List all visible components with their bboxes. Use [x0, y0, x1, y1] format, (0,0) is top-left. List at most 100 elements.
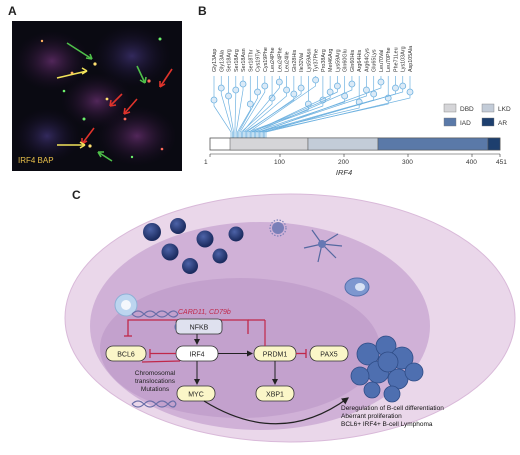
lollipop-stem	[247, 76, 309, 138]
prdm1-label: PRDM1	[263, 352, 288, 359]
dna-helix-icon	[131, 400, 177, 408]
lollipop-stem	[265, 76, 411, 138]
plasma-cell	[344, 277, 370, 297]
node-xbp1: XBP1	[255, 385, 295, 402]
lollipop-head	[261, 82, 269, 90]
lollipop-stem	[241, 76, 273, 138]
edge-to-lymphoma	[203, 397, 349, 425]
domain-legend: DBD LKD IAD AR	[443, 103, 511, 127]
domain-lkd	[307, 137, 379, 151]
lollipop-stem	[239, 76, 266, 138]
lollipop-stem	[234, 76, 237, 138]
lollipop-head	[217, 84, 225, 92]
mutation-label: Lys59Arg	[335, 49, 341, 72]
lollipop-stem	[242, 76, 280, 138]
mutation-label: Glu65Lys	[372, 49, 378, 72]
translocation-text: Chromosomal translocations Mutations	[135, 370, 176, 393]
lollipop-stem	[237, 76, 251, 138]
mutation-label: Leu70Val	[379, 50, 385, 72]
outcome-text: Deregulation of B-cell differentiation A…	[341, 405, 444, 428]
mutation-label: Leu24Phe	[277, 47, 283, 72]
mutation-label: Ser18Arg	[227, 49, 233, 72]
myc-label: MYC	[188, 392, 204, 399]
mutation-label: Cys19Tyr	[256, 49, 262, 72]
lollipop-head	[275, 78, 283, 86]
fish-caption: IRF4 BAP	[18, 156, 54, 165]
red-arrow	[109, 93, 123, 107]
mutation-label: Gly13Ala	[219, 50, 225, 72]
b-cell	[228, 226, 244, 242]
lollipop-head	[392, 84, 399, 92]
green-arrow	[136, 65, 146, 84]
lollipop-head	[232, 86, 240, 94]
b-cell	[212, 248, 228, 264]
lollipop-stem	[235, 76, 244, 138]
mutation-label: Phe71Leu	[393, 47, 399, 72]
axis-tick-400: 400	[466, 159, 477, 166]
lollipop-head	[363, 86, 370, 94]
lollipop-stem	[238, 76, 258, 138]
mutation-label: Gln60His	[350, 50, 356, 72]
lollipop-head	[399, 82, 407, 90]
mutation-label: Leu70Phe	[386, 47, 392, 72]
domain-ar	[487, 137, 501, 151]
fish-micrograph: IRF4 BAP	[12, 21, 182, 171]
mutation-label: Gly13Asp	[212, 49, 218, 72]
red-arrow	[81, 127, 95, 145]
mutation-label: Lys59Asn	[306, 49, 312, 72]
lollipop-stem	[264, 76, 404, 138]
dna-helix-icon	[131, 310, 179, 318]
axis-tick-200: 200	[338, 159, 349, 166]
mutation-label: Leu24Ile	[285, 51, 291, 72]
axis-tick-451: 451	[496, 159, 507, 166]
domain-dbd	[229, 137, 309, 151]
lollipop-head	[370, 90, 378, 98]
node-bcl6: BCL6	[105, 345, 147, 362]
lollipop-head	[268, 94, 276, 102]
lollipop-head	[283, 86, 290, 94]
lollipop-head	[334, 82, 341, 90]
lollipop-head	[290, 90, 298, 98]
lollipop-stem	[220, 76, 233, 138]
domain-iad	[377, 137, 489, 151]
node-nfkb: NFKB	[174, 318, 223, 335]
translocation-line-1: Chromosomal	[135, 370, 176, 377]
mutation-label: Tyr37Phe	[314, 49, 320, 72]
fish-signals	[40, 37, 164, 159]
legend-lkd: LKD	[498, 106, 511, 113]
b-cell	[143, 223, 161, 241]
lollipop-stem	[257, 76, 367, 138]
b-cell	[182, 258, 198, 274]
panel-a-label: A	[8, 4, 17, 18]
mutation-label: Ser18Thr	[248, 49, 254, 72]
lollipop-stem	[260, 76, 382, 138]
lollipop-stem	[213, 76, 232, 138]
mutation-label: Arg64His	[357, 50, 363, 72]
lollipop-head	[348, 80, 356, 88]
lollipop-head	[210, 96, 218, 104]
outcome-line-3: BCL6+ IRF4+ B-cell Lymphoma	[341, 421, 433, 428]
fish-arrows	[56, 42, 173, 162]
b-cell	[196, 230, 214, 248]
edge-bcl6-feedback	[141, 360, 181, 363]
node-pax5: PAX5	[309, 345, 349, 362]
b-cell	[161, 243, 179, 261]
node-prdm1: PRDM1	[253, 345, 297, 362]
lollipop-head	[377, 78, 385, 86]
mutation-label: Ile32Val	[299, 53, 305, 72]
lollipop-head	[239, 80, 247, 88]
mutation-label: Arg64Cys	[364, 48, 370, 72]
lollipop-stem	[252, 76, 338, 138]
translocation-line-3: Mutations	[141, 386, 170, 393]
axis-label: IRF4	[336, 168, 352, 177]
lollipop-stem	[250, 76, 324, 138]
mutation-label: Cys19Phe	[263, 47, 269, 72]
lollipop-head	[406, 88, 414, 96]
axis-tick-300: 300	[402, 159, 413, 166]
lollipop-stem	[251, 76, 331, 138]
panel-b-label: B	[198, 4, 207, 18]
lollipop-head	[246, 100, 254, 108]
axis-tick-100: 100	[274, 159, 285, 166]
green-arrow	[66, 42, 93, 60]
